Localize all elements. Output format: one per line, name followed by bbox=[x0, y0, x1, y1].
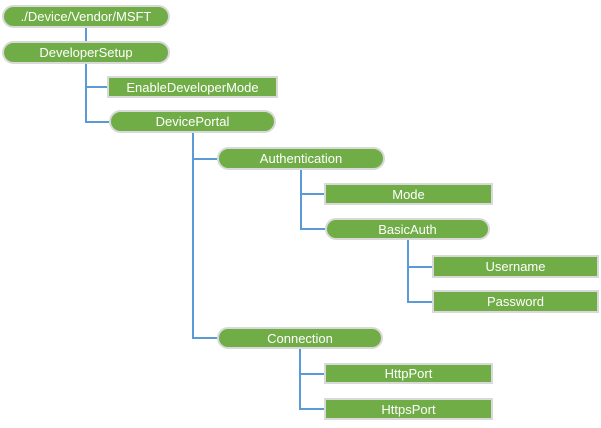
connector-connection bbox=[192, 133, 217, 339]
node-password: Password bbox=[432, 290, 599, 313]
connector-password bbox=[407, 240, 432, 303]
node-mode: Mode bbox=[324, 183, 493, 205]
connector-authentication bbox=[192, 133, 217, 160]
node-connection: Connection bbox=[217, 327, 383, 349]
node-basic-auth: BasicAuth bbox=[325, 218, 490, 240]
node-device-portal: DevicePortal bbox=[109, 110, 276, 133]
connector-device-portal bbox=[85, 64, 109, 123]
connector-https-port bbox=[299, 349, 324, 410]
connector-http-port bbox=[299, 349, 324, 375]
node-enable-developer-mode: EnableDeveloperMode bbox=[107, 76, 278, 98]
connector-enable-developer-mode bbox=[85, 64, 107, 88]
connector-basic-auth bbox=[300, 170, 325, 230]
node-username: Username bbox=[432, 255, 599, 278]
connector-username bbox=[407, 240, 432, 268]
node-root: ./Device/Vendor/MSFT bbox=[2, 5, 170, 28]
connector-mode bbox=[300, 170, 324, 195]
node-authentication: Authentication bbox=[217, 147, 385, 170]
node-http-port: HttpPort bbox=[324, 363, 493, 384]
node-https-port: HttpsPort bbox=[324, 398, 493, 420]
node-developer-setup: DeveloperSetup bbox=[2, 41, 170, 64]
